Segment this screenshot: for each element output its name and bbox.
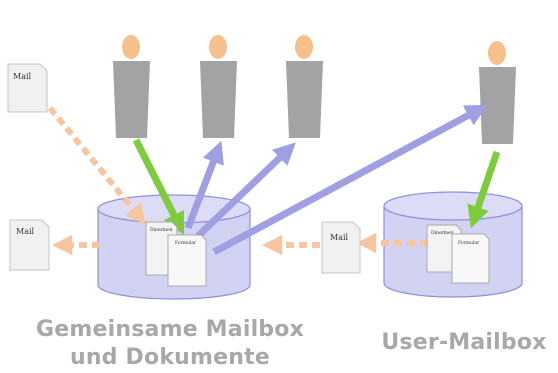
mail-document-icon: Mail <box>321 221 361 274</box>
shared-mailbox-caption-line2: und Dokumente <box>70 345 270 370</box>
person-icon <box>113 35 150 138</box>
person-icon <box>479 41 516 144</box>
user-mailbox-caption: User-Mailbox <box>381 330 547 355</box>
doc-label: Dinermen <box>431 230 454 236</box>
shared-mailbox-caption-line1: Gemeinsame Mailbox <box>36 317 304 342</box>
shared-to-remote-user-arrow <box>212 104 488 256</box>
document-icon-formular: Formular <box>451 233 490 284</box>
mail-label: Mail <box>16 227 35 236</box>
mail-document-icon: Mail <box>7 63 48 113</box>
mail-label: Mail <box>13 72 32 81</box>
person-1-to-shared-arrow <box>132 138 185 235</box>
mail-label: Mail <box>330 233 349 242</box>
shared-mailbox-caption: Gemeinsame Mailbox und Dokumente <box>22 316 318 372</box>
incoming-mail-arrow <box>47 106 146 225</box>
document-icon-formular: Formular <box>167 234 207 287</box>
person-icon <box>286 35 323 138</box>
shared-to-person-2-arrow <box>184 140 224 230</box>
mail-document-icon: Mail <box>9 219 50 271</box>
doc-label: Formular <box>175 240 197 246</box>
user-to-user-mailbox-arrow <box>467 150 501 229</box>
doc-label: Dinermen <box>150 227 173 233</box>
person-icon <box>200 35 237 138</box>
doc-label: Formular <box>458 240 480 246</box>
shared-to-person-3-arrow <box>195 142 296 239</box>
